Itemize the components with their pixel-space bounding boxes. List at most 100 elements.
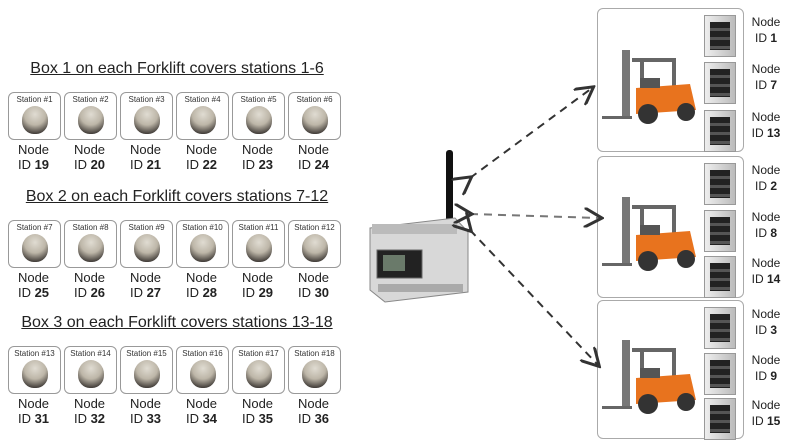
station-label: Station #5	[240, 95, 277, 104]
id-prefix: ID	[754, 225, 767, 240]
id-number: 8	[770, 225, 778, 240]
node-box-icon	[704, 62, 736, 105]
station-card: Station #4	[176, 92, 229, 140]
id-number: 13	[766, 125, 781, 140]
sensor-node-icon	[245, 106, 272, 134]
node-box-icon	[704, 307, 736, 349]
node-id: ID 24	[288, 157, 339, 172]
station-card: Station #3	[120, 92, 173, 140]
sensor-node-icon	[301, 106, 328, 134]
id-prefix: ID	[754, 368, 767, 383]
id-number: 33	[146, 411, 162, 426]
node-id: ID 28	[176, 285, 227, 300]
sensor-node-icon	[21, 360, 48, 388]
node-id: ID 32	[64, 411, 115, 426]
id-number: 3	[770, 323, 778, 337]
node-text: Node	[297, 396, 330, 411]
node-text: Node	[751, 209, 781, 224]
id-number: 19	[34, 157, 50, 172]
group-title: Box 3 on each Forklift covers stations 1…	[21, 314, 333, 331]
node-text: Node	[751, 256, 781, 271]
node-id: ID 13	[743, 125, 789, 141]
id-prefix: ID	[751, 414, 764, 429]
node-id: ID 21	[120, 157, 171, 172]
station-label: Station #7	[16, 223, 53, 232]
sensor-node-icon	[301, 360, 328, 388]
id-number: 9	[770, 368, 778, 383]
station-label: Station #6	[296, 95, 333, 104]
node-text: Node	[73, 270, 106, 285]
station-card: Station #10	[176, 220, 229, 268]
station-label: Station #8	[72, 223, 109, 232]
sensor-node-icon	[189, 234, 216, 262]
node-text: Node	[751, 307, 781, 321]
node-id: ID 25	[8, 285, 59, 300]
sensor-node-icon	[77, 106, 104, 134]
id-prefix: ID	[73, 157, 87, 172]
id-number: 32	[90, 411, 106, 426]
station-card: Station #13	[8, 346, 61, 394]
node-text: Node	[129, 142, 162, 157]
node-id: ID 15	[743, 413, 789, 429]
sensor-node-icon	[21, 234, 48, 262]
node-text: Node	[751, 15, 781, 29]
node-id: ID 29	[232, 285, 283, 300]
id-number: 27	[146, 285, 162, 300]
id-number: 22	[202, 157, 218, 172]
sensor-node-icon	[21, 106, 48, 134]
sensor-node-icon	[77, 360, 104, 388]
sensor-node-icon	[133, 234, 160, 262]
link-arrow-forklift-2	[470, 214, 600, 218]
id-prefix: ID	[241, 411, 255, 426]
node-text: Node	[297, 142, 330, 157]
id-number: 29	[258, 285, 274, 300]
id-prefix: ID	[754, 78, 767, 93]
id-number: 36	[314, 411, 330, 426]
node-text: Node	[17, 270, 50, 285]
id-prefix: ID	[241, 157, 255, 172]
forklift-icon	[602, 197, 696, 271]
station-card: Station #12	[288, 220, 341, 268]
id-prefix: ID	[751, 272, 764, 287]
node-box-icon	[704, 109, 736, 152]
station-label: Station #13	[14, 349, 55, 358]
id-number: 30	[314, 285, 330, 300]
node-box-icon	[704, 352, 736, 395]
id-prefix: ID	[129, 285, 143, 300]
sensor-node-icon	[133, 106, 160, 134]
node-text: Node	[17, 396, 50, 411]
id-prefix: ID	[754, 323, 767, 337]
station-card: Station #18	[288, 346, 341, 394]
id-prefix: ID	[297, 411, 311, 426]
station-label: Station #14	[70, 349, 111, 358]
id-number: 23	[258, 157, 274, 172]
id-prefix: ID	[17, 411, 31, 426]
node-text: Node	[297, 270, 330, 285]
node-text: Node	[751, 62, 781, 77]
node-text: Node	[185, 142, 218, 157]
node-text: Node	[129, 270, 162, 285]
station-label: Station #11	[238, 223, 279, 232]
sensor-node-icon	[133, 360, 160, 388]
station-card: Station #15	[120, 346, 173, 394]
station-label: Station #16	[182, 349, 223, 358]
node-id: ID 27	[120, 285, 171, 300]
